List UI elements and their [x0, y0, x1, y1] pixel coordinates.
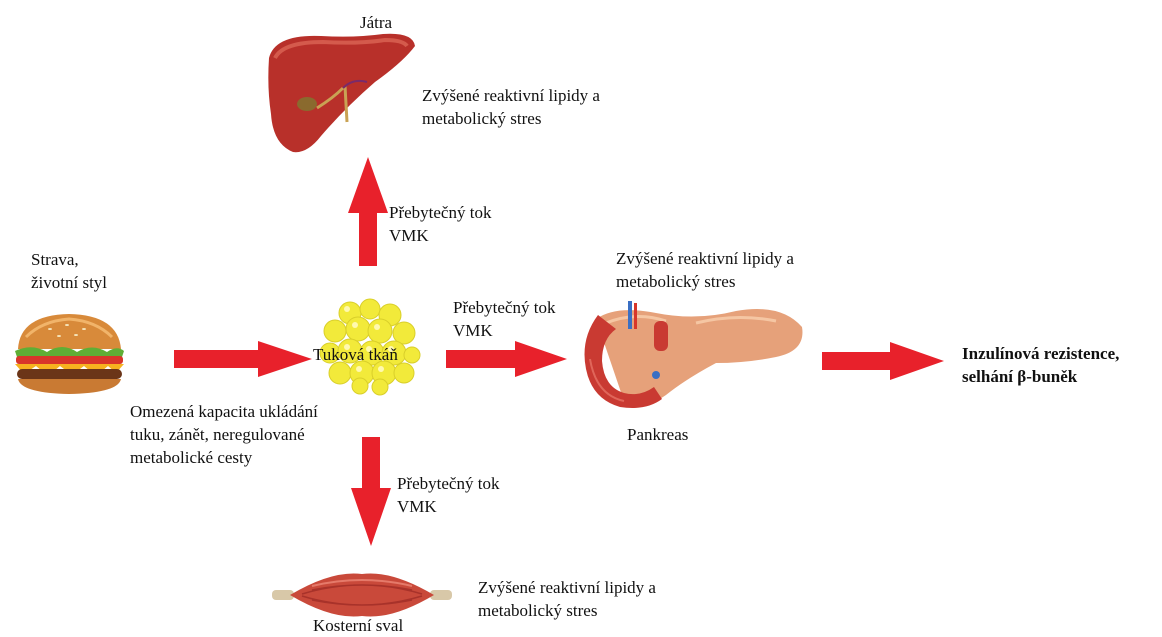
edge-label-to-liver-line1: Přebytečný tok: [389, 201, 491, 224]
pancreas-note-line2: metabolický stres: [616, 270, 794, 293]
muscle-note-line2: metabolický stres: [478, 599, 656, 622]
liver-label: Játra: [360, 11, 392, 34]
edge-label-to-pancreas-line1: Přebytečný tok: [453, 296, 555, 319]
diet-label-line1: Strava,: [31, 248, 107, 271]
outcome-label-line2: selhání β-buněk: [962, 365, 1119, 388]
liver-icon: [263, 28, 418, 158]
edge-label-to-muscle: Přebytečný tok VMK: [397, 472, 499, 518]
arrow-diet-to-adipose: [174, 341, 312, 377]
pancreas-note: Zvýšené reaktivní lipidy a metabolický s…: [616, 247, 794, 293]
muscle-note: Zvýšené reaktivní lipidy a metabolický s…: [478, 576, 656, 622]
edge-label-to-liver-line2: VMK: [389, 224, 491, 247]
liver-note-line2: metabolický stres: [422, 107, 600, 130]
pancreas-icon: [576, 299, 808, 414]
outcome-label: Inzulínová rezistence, selhání β-buněk: [962, 342, 1119, 388]
edge-label-to-pancreas-line2: VMK: [453, 319, 555, 342]
arrow-pancreas-to-outcome: [822, 342, 944, 380]
edge-label-to-muscle-line1: Přebytečný tok: [397, 472, 499, 495]
burger-icon: [12, 311, 127, 396]
edge-label-to-pancreas: Přebytečný tok VMK: [453, 296, 555, 342]
muscle-note-line1: Zvýšené reaktivní lipidy a: [478, 576, 656, 599]
pancreas-note-line1: Zvýšené reaktivní lipidy a: [616, 247, 794, 270]
adipose-note-line2: tuku, zánět, neregulované: [130, 423, 318, 446]
muscle-label: Kosterní sval: [313, 614, 403, 637]
edge-label-to-liver: Přebytečný tok VMK: [389, 201, 491, 247]
arrow-adipose-to-muscle: [351, 437, 391, 546]
diet-label: Strava, životní styl: [31, 248, 107, 294]
adipose-note: Omezená kapacita ukládání tuku, zánět, n…: [130, 400, 318, 469]
liver-note-line1: Zvýšené reaktivní lipidy a: [422, 84, 600, 107]
pancreas-label: Pankreas: [627, 423, 688, 446]
liver-note: Zvýšené reaktivní lipidy a metabolický s…: [422, 84, 600, 130]
diet-label-line2: životní styl: [31, 271, 107, 294]
adipose-note-line1: Omezená kapacita ukládání: [130, 400, 318, 423]
edge-label-to-muscle-line2: VMK: [397, 495, 499, 518]
arrow-adipose-to-liver: [348, 157, 388, 266]
adipose-note-line3: metabolické cesty: [130, 446, 318, 469]
adipose-label: Tuková tkáň: [313, 343, 398, 366]
muscle-icon: [272, 572, 452, 620]
outcome-label-line1: Inzulínová rezistence,: [962, 342, 1119, 365]
arrow-adipose-to-pancreas: [446, 341, 567, 377]
